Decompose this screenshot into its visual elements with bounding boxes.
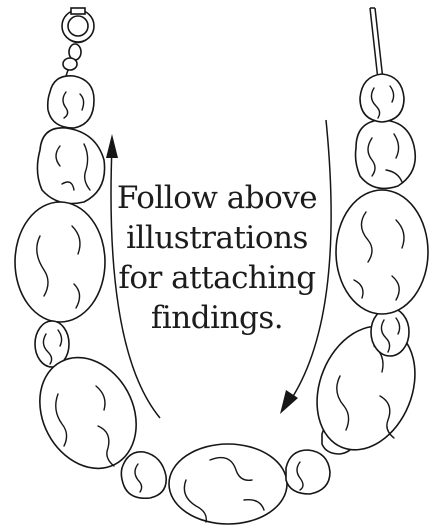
bead-right-4 <box>371 308 409 356</box>
stringing-wire <box>370 8 383 80</box>
spring-ring-clasp-icon <box>62 8 94 76</box>
bead-left-1 <box>48 76 94 128</box>
bead-left-6 <box>121 452 166 498</box>
bead-right-7 <box>360 74 404 122</box>
bead-right-6 <box>356 120 416 188</box>
bead-left-3 <box>15 202 105 322</box>
bead-right-1 <box>286 450 330 494</box>
caption-line-2: illustrations <box>112 218 322 258</box>
bead-left-2 <box>37 128 104 204</box>
caption-line-1: Follow above <box>112 178 322 218</box>
caption-line-3: for attaching <box>112 258 322 298</box>
instruction-caption: Follow above illustrations for attaching… <box>112 178 322 338</box>
bead-right-5 <box>336 190 428 314</box>
caption-line-4: findings. <box>112 298 322 338</box>
bead-center <box>169 444 287 524</box>
